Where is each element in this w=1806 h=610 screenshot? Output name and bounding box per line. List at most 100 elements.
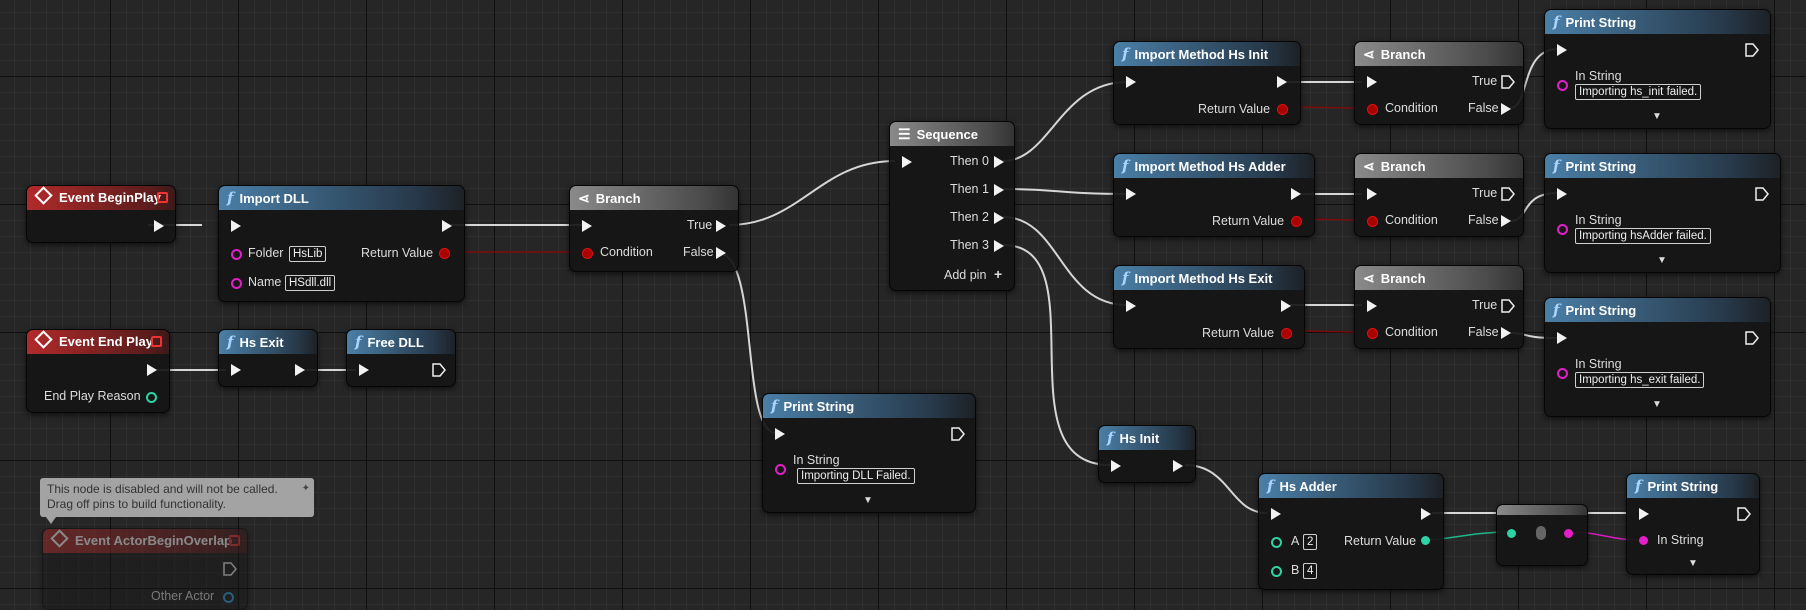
exec-in-pin[interactable] [1557,44,1567,56]
exec-in-pin[interactable] [1367,188,1377,200]
then2-exec-pin[interactable] [994,212,1004,224]
in-string-pin[interactable] [775,464,786,475]
false-exec-pin[interactable] [1501,103,1511,115]
exec-out-pin[interactable] [147,364,157,376]
condition-pin[interactable] [1367,104,1378,115]
exec-out-pin[interactable] [1755,187,1769,201]
exec-out-pin[interactable] [1737,507,1751,521]
return-value-pin[interactable] [1291,216,1302,227]
exec-in-pin[interactable] [231,220,241,232]
exec-out-pin[interactable] [432,363,446,377]
exec-out-pin[interactable] [1291,188,1301,200]
branch-node-main[interactable]: ⋖Branch True Condition False [569,185,739,272]
return-value-pin[interactable] [1277,104,1288,115]
false-exec-pin[interactable] [1501,327,1511,339]
exec-out-pin[interactable] [223,562,237,576]
exec-in-pin[interactable] [1126,76,1136,88]
branch-node-exit[interactable]: ⋖Branch True Condition False [1354,265,1524,349]
condition-pin[interactable] [1367,328,1378,339]
branch-node-init[interactable]: ⋖Branch True Condition False [1354,41,1524,125]
true-exec-pin[interactable] [1501,75,1515,89]
a-input[interactable]: 2 [1303,534,1318,550]
a-pin[interactable] [1271,537,1282,548]
exec-out-pin[interactable] [1281,300,1291,312]
in-string-input[interactable]: Importing hs_exit failed. [1575,372,1705,388]
exec-out-pin[interactable] [154,220,164,232]
sequence-node[interactable]: ☰Sequence Then 0 Then 1 Then 2 Then 3 Ad… [889,121,1015,291]
expand-chevron-icon[interactable]: ▼ [863,495,873,506]
condition-pin[interactable] [1367,216,1378,227]
b-pin[interactable] [1271,566,1282,577]
return-value-pin[interactable] [1421,536,1430,545]
in-string-pin[interactable] [1557,224,1568,235]
in-string-pin[interactable] [1557,368,1568,379]
event-endplay-node[interactable]: Event End Play End Play Reason [26,329,170,413]
exec-in-pin[interactable] [1557,188,1567,200]
name-pin[interactable] [231,278,242,289]
true-exec-pin[interactable] [1501,299,1515,313]
event-beginplay-node[interactable]: Event BeginPlay [26,185,176,243]
exec-in-pin[interactable] [582,220,592,232]
folder-pin[interactable] [231,249,242,260]
delegate-pin-icon[interactable] [229,535,240,546]
folder-input[interactable]: HsLib [289,246,327,262]
condition-pin[interactable] [582,248,593,259]
in-string-input[interactable]: Importing hsAdder failed. [1575,228,1711,244]
exec-in-pin[interactable] [775,428,785,440]
expand-chevron-icon[interactable]: ▼ [1652,399,1662,410]
add-pin-label[interactable]: Add pin [944,268,987,282]
exec-out-pin[interactable] [1421,508,1431,520]
exec-in-pin[interactable] [1639,508,1649,520]
pin-icon[interactable]: ✦ [301,483,310,494]
then1-exec-pin[interactable] [994,184,1004,196]
exec-in-pin[interactable] [1111,460,1121,472]
exec-out-pin[interactable] [1745,43,1759,57]
exec-out-pin[interactable] [951,427,965,441]
false-exec-pin[interactable] [716,247,726,259]
exec-in-pin[interactable] [902,156,912,168]
in-string-pin[interactable] [1557,80,1568,91]
end-play-reason-pin[interactable] [146,392,157,403]
b-input[interactable]: 4 [1303,563,1318,579]
other-actor-pin[interactable] [223,592,234,603]
in-string-pin[interactable] [1639,536,1648,545]
conversion-out-pin[interactable] [1564,529,1573,538]
exec-out-pin[interactable] [295,364,305,376]
add-pin-icon[interactable]: + [994,266,1003,282]
exec-out-pin[interactable] [1173,460,1183,472]
exec-in-pin[interactable] [359,364,369,376]
return-value-pin[interactable] [1281,328,1292,339]
event-actorbeginoverlap-node[interactable]: Event ActorBeginOverlap Other Actor [42,528,248,610]
then3-exec-pin[interactable] [994,240,1004,252]
delegate-pin-icon[interactable] [151,336,162,347]
exec-in-pin[interactable] [1126,188,1136,200]
int-to-string-conversion-node[interactable] [1496,504,1588,566]
exec-in-pin[interactable] [1367,76,1377,88]
return-value-pin[interactable] [439,248,450,259]
exec-in-pin[interactable] [1126,300,1136,312]
exec-in-pin[interactable] [1557,332,1567,344]
false-exec-pin[interactable] [1501,215,1511,227]
exec-in-pin[interactable] [231,364,241,376]
expand-chevron-icon[interactable]: ▼ [1688,558,1698,569]
exec-out-pin[interactable] [442,220,452,232]
then0-exec-pin[interactable] [994,156,1004,168]
branch-node-adder[interactable]: ⋖Branch True Condition False [1354,153,1524,237]
in-string-input[interactable]: Importing hs_init failed. [1575,84,1702,100]
true-exec-pin[interactable] [716,220,726,232]
in-string-input[interactable]: Importing DLL Failed. [797,468,915,484]
exec-in-pin[interactable] [1367,300,1377,312]
exec-out-pin[interactable] [1277,76,1287,88]
conversion-in-pin[interactable] [1507,529,1516,538]
